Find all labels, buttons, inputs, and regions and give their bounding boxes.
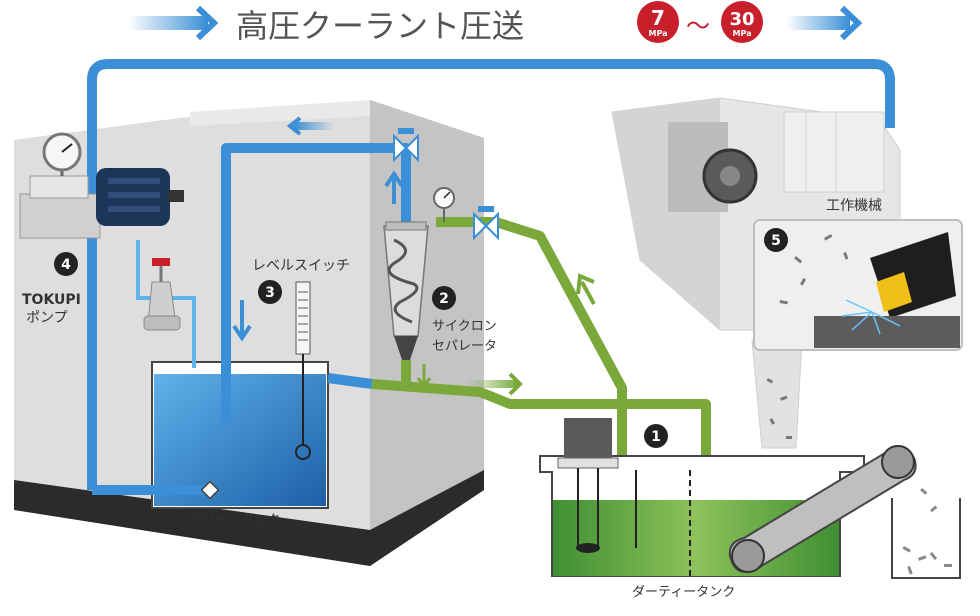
- falling-chips: [766, 378, 792, 439]
- header: 高圧クーラント圧送 7 MPa ～ 30 MPa: [128, 1, 863, 45]
- cyclone-separator: [383, 221, 429, 360]
- tokupi-label: TOKUPI: [22, 292, 81, 308]
- pressure-tilde: ～: [686, 12, 710, 40]
- chip-bin: [891, 488, 961, 579]
- level-switch: [295, 281, 311, 460]
- pump-label: ポンプ: [26, 310, 68, 326]
- cyclone-label-line2: セパレータ: [432, 339, 497, 354]
- step-3-badge: 3: [258, 280, 282, 304]
- level-float-icon: [295, 444, 311, 460]
- cyclone-pressure-gauge-icon: [433, 187, 455, 222]
- level-switch-label: レベルスイッチ: [252, 258, 350, 274]
- header-arrow-left-trail: [128, 16, 208, 30]
- pressure-high-unit: MPa: [732, 29, 751, 38]
- pressure-low-unit: MPa: [648, 29, 667, 38]
- header-arrow-left-icon: [195, 5, 219, 41]
- cyclone-inlet-valve-icon: [473, 206, 499, 241]
- header-title: 高圧クーラント圧送: [236, 7, 524, 45]
- cutting-insert-icon: [876, 272, 912, 312]
- flow-arrows: [232, 116, 596, 396]
- header-arrow-right-trail: [786, 16, 850, 30]
- tokupi-pump: [19, 132, 184, 239]
- chip-chute: [751, 339, 803, 449]
- machine-tool-label: 工作機械: [826, 198, 882, 214]
- chip-conveyor: [728, 445, 917, 573]
- svg-text:2: 2: [439, 291, 449, 307]
- dirty-tank-label: ダーティータンク: [632, 585, 735, 600]
- svg-text:5: 5: [771, 233, 781, 249]
- clean-tank: [151, 361, 329, 509]
- step-1-badge: 1: [644, 424, 668, 448]
- callout-chips: [779, 234, 849, 305]
- cutting-detail-callout: [753, 219, 963, 351]
- dirty-tank-pump: [564, 418, 612, 460]
- step-2-badge: 2: [432, 286, 456, 310]
- coolant-spray-icon: [841, 299, 901, 335]
- workpiece: [814, 316, 960, 348]
- clean-tank-label: クリーンタンク: [190, 513, 280, 528]
- pressure-low-badge: 7 MPa: [637, 1, 679, 43]
- pressure-low-value: 7: [651, 6, 665, 30]
- pressure-high-badge: 30 MPa: [721, 1, 763, 43]
- pressure-high-value: 30: [729, 9, 754, 30]
- machine-tool: [611, 97, 901, 331]
- cyclone-outlet-valve-icon: [393, 128, 419, 163]
- cyclone-label-line1: サイクロン: [432, 319, 497, 334]
- header-arrow-right-icon: [839, 5, 863, 41]
- svg-text:3: 3: [265, 285, 275, 301]
- check-valve-icon: [200, 480, 220, 500]
- step-4-badge: 4: [54, 252, 78, 276]
- step-5-badge: 5: [764, 228, 788, 252]
- svg-text:4: 4: [61, 257, 71, 273]
- high-pressure-pipes: [87, 59, 895, 495]
- svg-text:1: 1: [651, 429, 661, 445]
- relief-valve: [143, 258, 181, 331]
